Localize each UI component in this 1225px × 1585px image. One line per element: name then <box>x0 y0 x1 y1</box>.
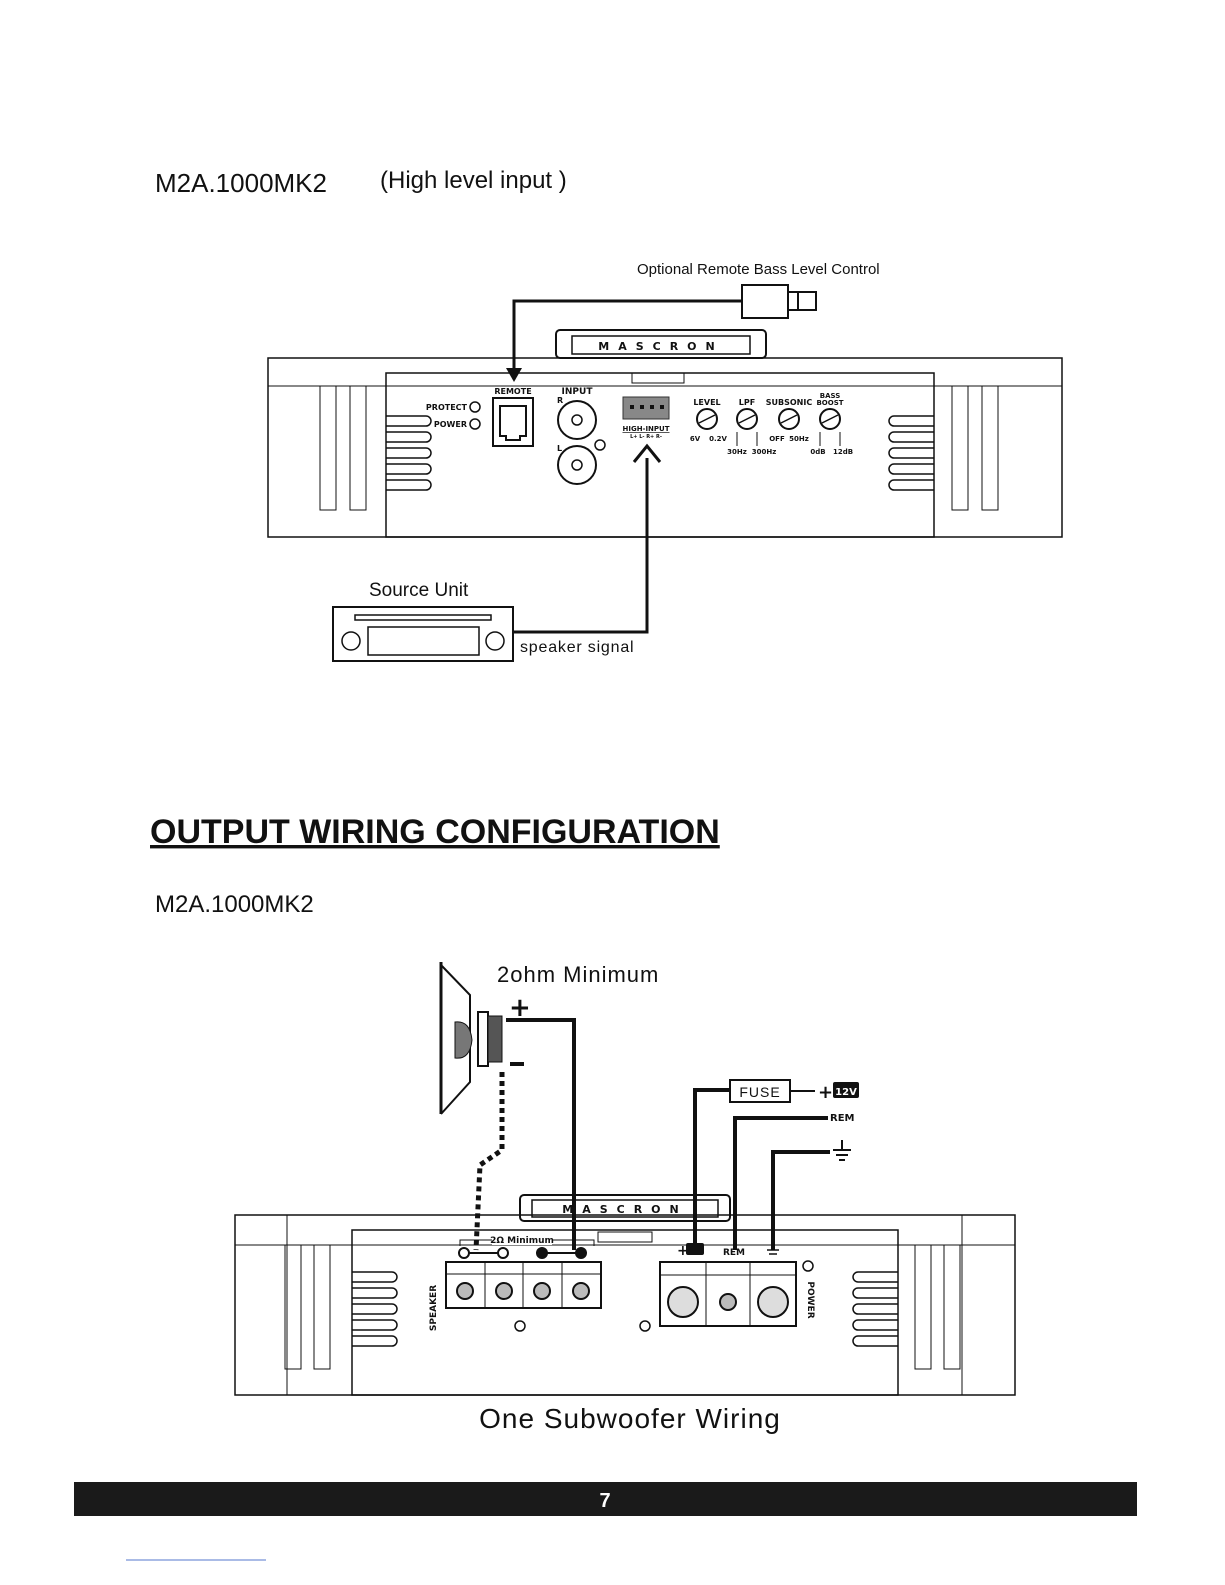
rca-input-left <box>557 445 597 485</box>
brand-logo: MASCRON <box>598 340 723 353</box>
svg-text:+: + <box>677 1243 689 1259</box>
r-label: R <box>557 396 563 405</box>
subwoofer-speaker <box>439 962 503 1115</box>
high-input-pins: L+ L- R+ R- <box>630 434 662 440</box>
amplifier-top-view: MASCRON PROTECT POWER REMOTE INPUT R L H… <box>267 329 1063 538</box>
arrow-down-icon <box>506 368 522 382</box>
input-label: INPUT <box>562 387 594 397</box>
minus-terminal-mark <box>510 1062 524 1066</box>
section-heading: OUTPUT WIRING CONFIGURATION <box>150 813 720 851</box>
model-title-2: M2A.1000MK2 <box>155 891 314 918</box>
protect-led <box>469 401 481 413</box>
remote-bass-control <box>741 284 817 319</box>
svg-text:0dB: 0dB <box>810 448 825 456</box>
power-label-2: POWER <box>805 1281 815 1318</box>
brand-logo-2: MASCRON <box>562 1203 687 1216</box>
power-terminal-block <box>659 1261 797 1327</box>
power-wire <box>693 1088 730 1250</box>
svg-text:BASS: BASS <box>820 392 841 400</box>
bass-boost-knob: BASS BOOST 0dB 12dB <box>810 392 853 456</box>
wiring-caption: One Subwoofer Wiring <box>479 1403 781 1434</box>
high-input-label: HIGH-INPUT <box>622 425 669 433</box>
ground-icon <box>833 1140 851 1161</box>
svg-text:12dB: 12dB <box>833 448 853 456</box>
svg-text:12V: 12V <box>835 1087 857 1098</box>
subsonic-knob: SUBSONIC OFF 50Hz <box>766 398 813 443</box>
lpf-knob: LPF 30Hz 300Hz <box>727 398 776 456</box>
minus-terminal-label: - <box>0 0 1 1</box>
negative-speaker-wire <box>473 1072 505 1251</box>
power-led <box>469 418 481 430</box>
ohm-minimum-label: 2ohm Minimum <box>497 962 659 987</box>
source-unit <box>332 606 514 662</box>
svg-text:LPF: LPF <box>739 398 755 407</box>
rem-wire-label: REM <box>830 1113 855 1124</box>
rem-terminal-label: REM <box>723 1248 745 1258</box>
remote-port <box>492 397 534 447</box>
fuse-label: FUSE <box>739 1084 780 1100</box>
amplifier-terminal-view: MASCRON 2Ω Minimum SPEAKER + <box>234 1194 1016 1396</box>
model-title: M2A.1000MK2 <box>155 168 327 198</box>
speaker-signal-cable <box>513 458 649 634</box>
high-input-connector <box>622 396 670 420</box>
level-knob: LEVEL 6V 0.2V <box>690 398 728 443</box>
positive-speaker-wire <box>506 1018 576 1250</box>
svg-text:30Hz: 30Hz <box>727 448 747 456</box>
svg-text:LEVEL: LEVEL <box>693 398 720 407</box>
power-label: POWER <box>434 420 467 429</box>
speaker-label: SPEAKER <box>429 1285 439 1331</box>
footer-bar <box>74 1482 1137 1516</box>
remote-label: REMOTE <box>494 387 531 396</box>
svg-text:50Hz: 50Hz <box>789 435 809 443</box>
plus-terminal-label: + <box>509 993 531 1023</box>
battery-icon: 12V <box>833 1082 859 1098</box>
svg-text:BOOST: BOOST <box>816 399 843 407</box>
impedance-minimum-label: 2Ω Minimum <box>490 1236 554 1246</box>
l-label: L <box>557 444 562 453</box>
rca-input-right <box>557 400 597 440</box>
source-unit-label: Source Unit <box>369 580 469 601</box>
svg-text:6V: 6V <box>690 435 701 443</box>
svg-text:SUBSONIC: SUBSONIC <box>766 398 813 407</box>
svg-text:OFF: OFF <box>769 435 785 443</box>
battery-plus: + <box>818 1082 833 1103</box>
remote-wire <box>733 1116 828 1250</box>
remote-cable <box>512 299 742 372</box>
input-type-subtitle: (High level input ) <box>380 167 567 194</box>
svg-text:0.2V: 0.2V <box>709 435 727 443</box>
arrow-up-icon <box>632 443 662 463</box>
speaker-signal-label: speaker signal <box>520 639 634 656</box>
ground-wire <box>771 1150 830 1250</box>
svg-text:300Hz: 300Hz <box>752 448 777 456</box>
protect-label: PROTECT <box>426 403 468 412</box>
speaker-terminal-block <box>445 1261 602 1309</box>
remote-control-label: Optional Remote Bass Level Control <box>637 261 880 278</box>
page-number: 7 <box>599 1490 610 1512</box>
